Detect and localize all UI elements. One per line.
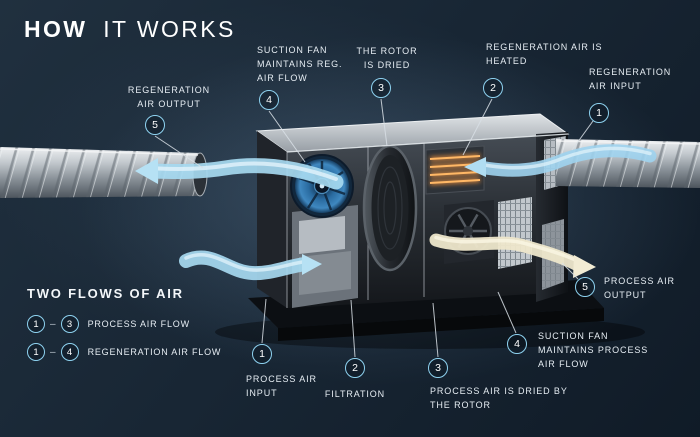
legend-title: TWO FLOWS OF AIR — [27, 286, 184, 301]
callout-label-process-air-dried: PROCESS AIR IS DRIED BY THE ROTOR — [430, 386, 568, 410]
callout-label-suction-fan-reg: SUCTION FAN MAINTAINS REG. AIR FLOW — [257, 45, 343, 83]
regeneration-air-out-flow — [135, 158, 344, 190]
legend-dash: – — [50, 318, 56, 330]
legend-badge-process-from: 1 — [27, 315, 45, 333]
regeneration-air-in-flow — [464, 144, 657, 177]
title-rest: IT WORKS — [103, 16, 236, 42]
legend: TWO FLOWS OF AIR 1 – 3 PROCESS AIR FLOW … — [27, 286, 221, 371]
process-cabinet — [292, 205, 358, 308]
legend-badge-process-to: 3 — [60, 315, 79, 333]
leader-line-group — [154, 98, 594, 358]
legend-badge-regeneration-from: 1 — [27, 343, 45, 361]
process-air-in-flow — [179, 250, 322, 281]
heater-icon — [425, 145, 485, 195]
callout-badge-suction-fan-process: 4 — [507, 334, 527, 354]
callout-label-regeneration-air-heated: REGENERATION AIR IS HEATED — [486, 42, 603, 66]
legend-badge-regeneration-to: 4 — [60, 343, 79, 361]
page-title: HOW IT WORKS — [24, 16, 236, 43]
callout-label-process-air-input: PROCESS AIR INPUT — [246, 374, 317, 398]
callout-label-suction-fan-process: SUCTION FAN MAINTAINS PROCESS AIR FLOW — [538, 331, 649, 369]
callout-label-rotor-dried: THE ROTOR IS DRIED — [356, 46, 418, 70]
legend-dash: – — [50, 346, 56, 358]
callout-badge-filtration: 2 — [345, 358, 365, 378]
callout-badge-rotor-dried: 3 — [371, 78, 391, 98]
callout-badge-process-air-dried: 3 — [428, 358, 448, 378]
callout-badge-process-air-output: 5 — [575, 277, 595, 297]
legend-label-regeneration: REGENERATION AIR FLOW — [87, 347, 222, 357]
callout-badge-regeneration-air-input: 1 — [589, 103, 609, 123]
callout-label-regeneration-air-input: REGENERATION AIR INPUT — [589, 67, 672, 91]
callout-badge-regeneration-air-output: 5 — [145, 115, 165, 135]
legend-row-regeneration: 1 – 4 REGENERATION AIR FLOW — [27, 343, 221, 361]
legend-row-process: 1 – 3 PROCESS AIR FLOW — [27, 315, 221, 333]
front-top-edge — [286, 133, 569, 153]
rotor-icon — [362, 144, 418, 272]
callout-badge-suction-fan-reg: 4 — [259, 90, 279, 110]
callout-label-regeneration-air-output: REGENERATION AIR OUTPUT — [127, 85, 211, 109]
title-bold: HOW — [24, 16, 88, 42]
callout-label-filtration: FILTRATION — [324, 389, 386, 399]
callout-label-process-air-output: PROCESS AIR OUTPUT — [604, 276, 675, 300]
process-air-out-flow — [429, 233, 596, 278]
callout-badge-regeneration-air-heated: 2 — [483, 78, 503, 98]
legend-label-process: PROCESS AIR FLOW — [87, 319, 190, 329]
callout-badge-process-air-input: 1 — [252, 344, 272, 364]
